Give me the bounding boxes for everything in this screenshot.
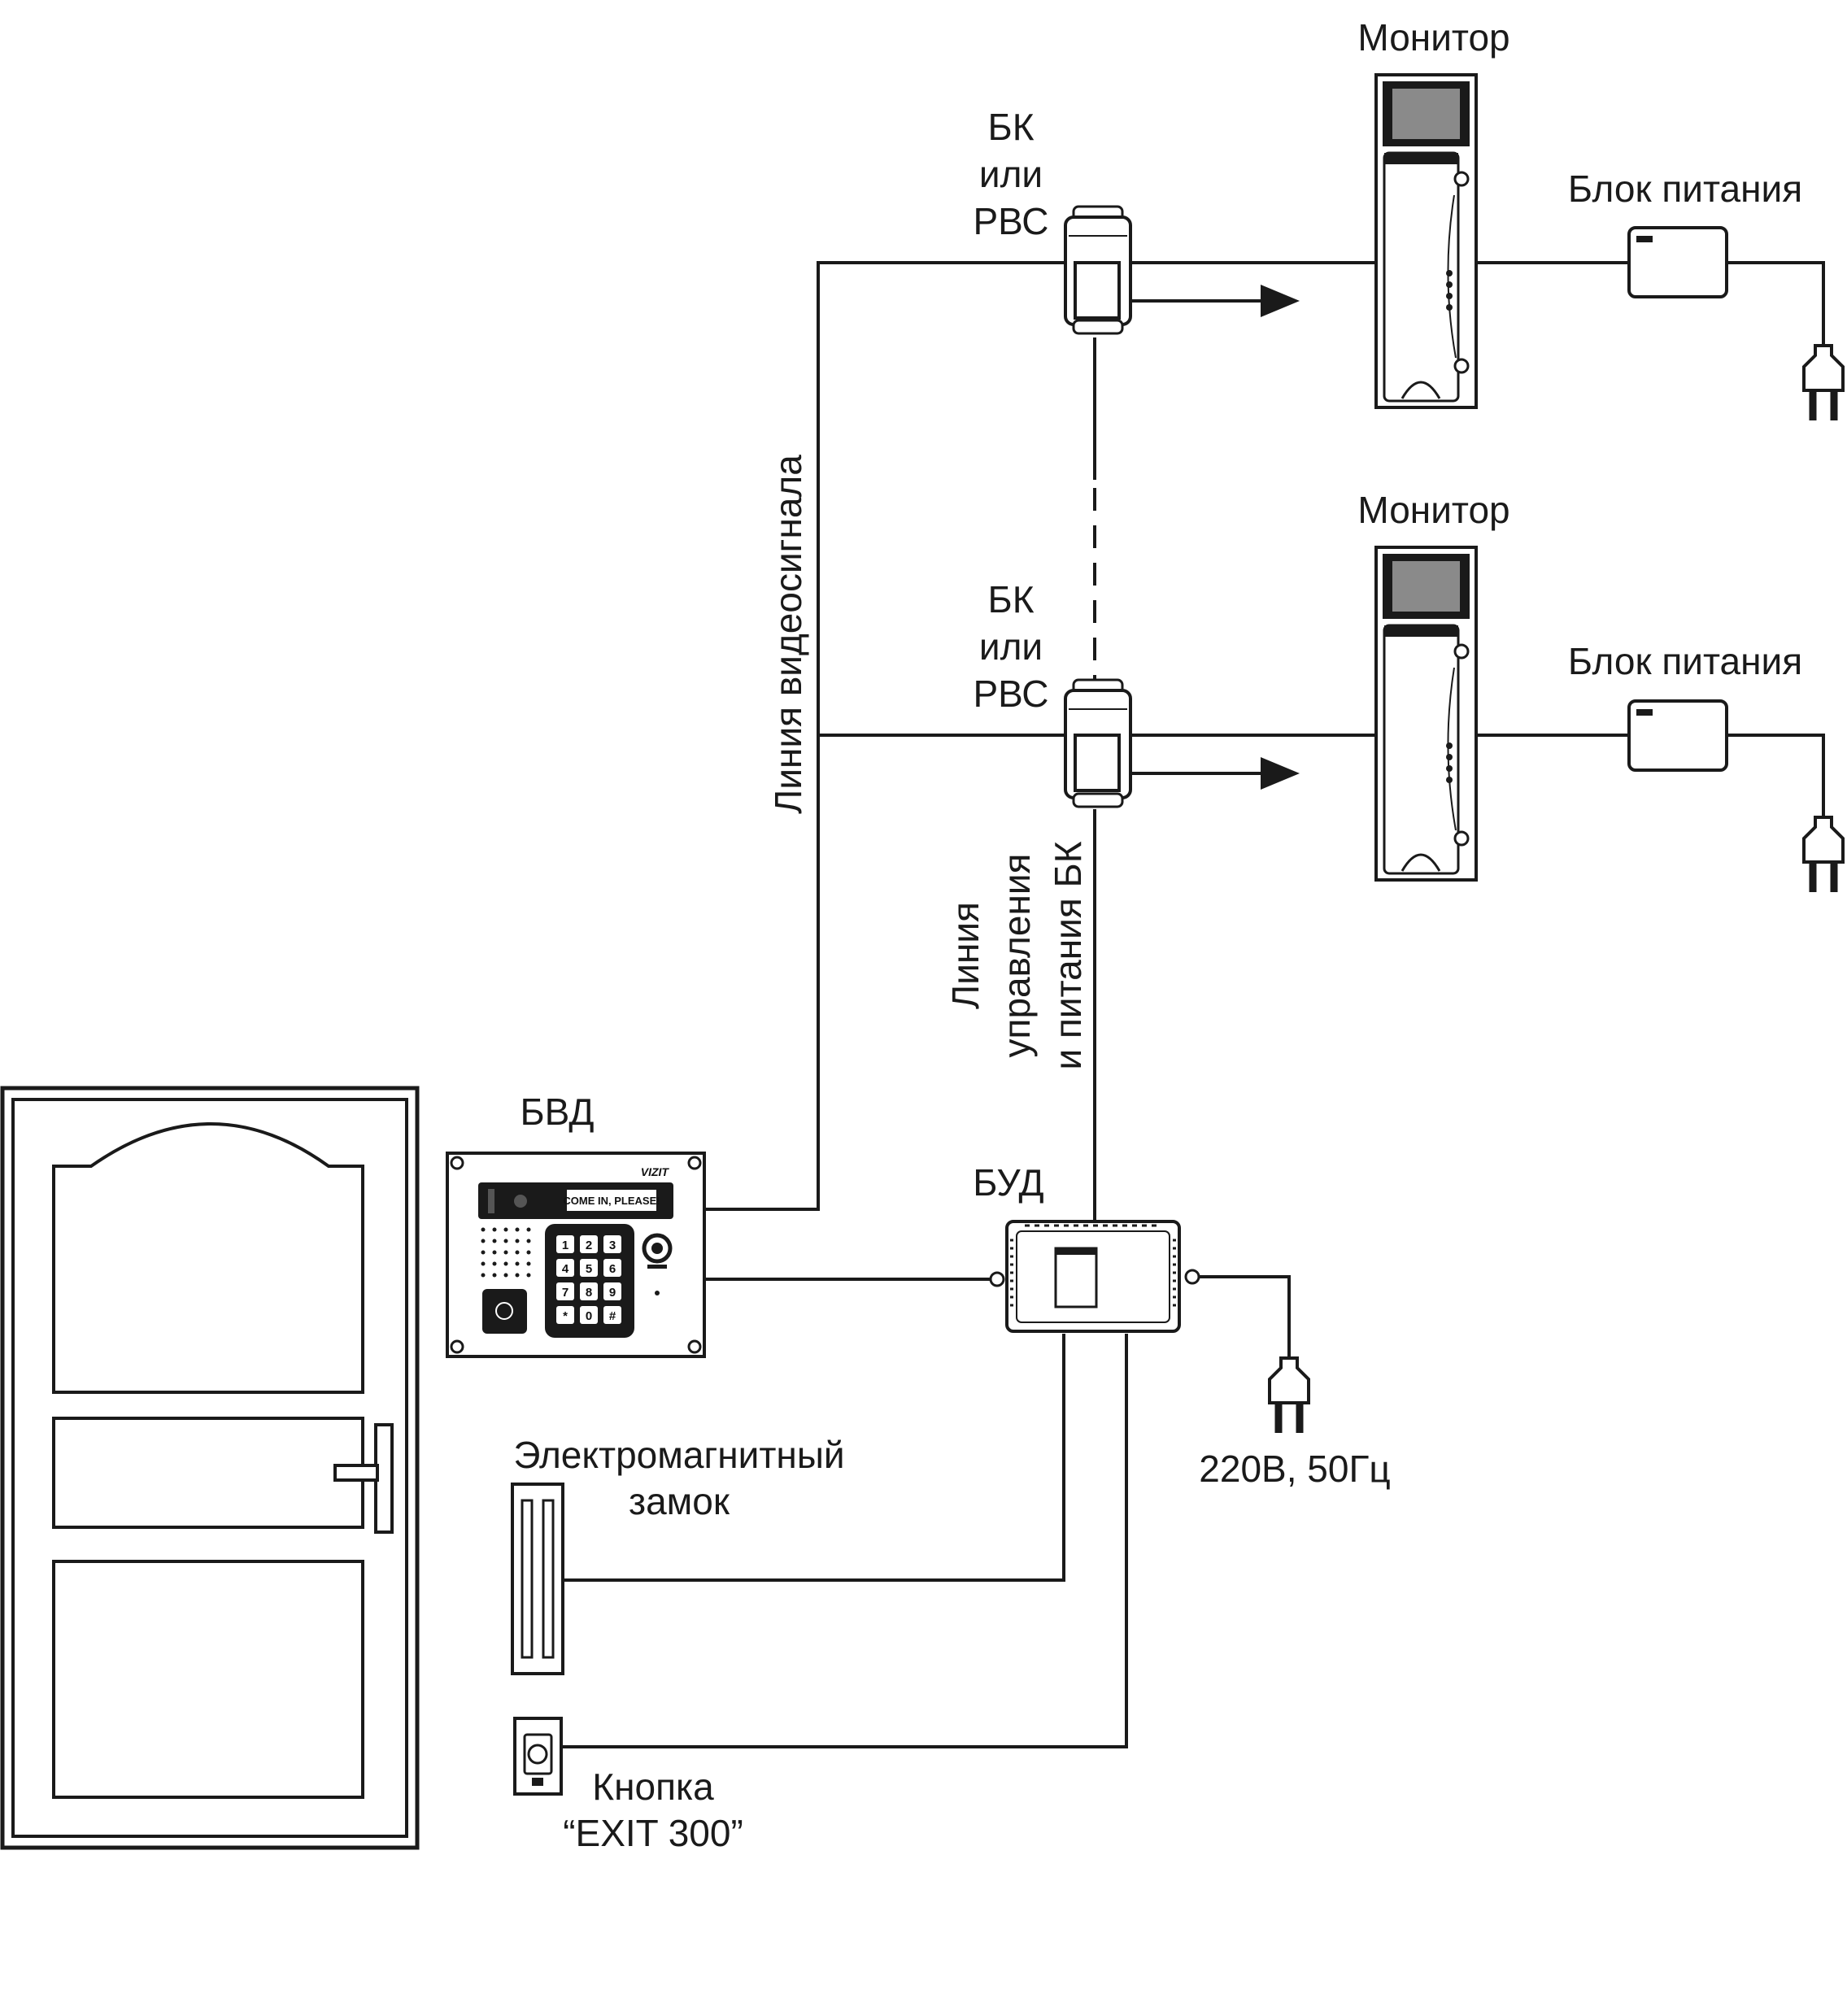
psu-1-label: Блок питания xyxy=(1568,168,1802,210)
keypad-key-label: # xyxy=(609,1309,616,1323)
bk-1-label-line2: или xyxy=(979,153,1043,195)
rfid-reader xyxy=(482,1289,527,1334)
lock-label-2: замок xyxy=(629,1480,730,1522)
bud-label: БУД xyxy=(973,1161,1043,1204)
keypad-key-label: 4 xyxy=(562,1262,569,1276)
keypad-key-label: 0 xyxy=(586,1309,592,1323)
monitor-2-label: Монитор xyxy=(1357,489,1509,531)
keypad-key-label: 8 xyxy=(586,1286,592,1300)
lock-label-1: Электромагнитный xyxy=(513,1434,844,1476)
electromagnetic-lock xyxy=(511,1483,564,1675)
bk-2-label-line2: или xyxy=(979,625,1043,668)
keypad-key xyxy=(603,1235,621,1253)
bk-1-label-line3: РВС xyxy=(973,200,1048,242)
bk-unit-1 xyxy=(1064,205,1132,335)
keypad-key-label: 9 xyxy=(609,1286,616,1300)
keypad-key xyxy=(603,1259,621,1277)
keypad-key-label: 5 xyxy=(586,1262,592,1276)
control-line-label-3: и питания БК xyxy=(1047,841,1089,1069)
monitor-1 xyxy=(1374,73,1478,409)
wiring xyxy=(563,261,1825,1748)
keypad-key xyxy=(556,1235,574,1253)
bud-control-unit xyxy=(989,1220,1200,1333)
keypad-key xyxy=(580,1282,598,1300)
bud-vents xyxy=(1010,1224,1176,1307)
keypad-key xyxy=(556,1306,574,1324)
plug-icon xyxy=(1268,1356,1310,1433)
keypad-key-label: 7 xyxy=(562,1286,568,1300)
keypad-key-label: * xyxy=(563,1309,568,1323)
plug-icon xyxy=(1802,816,1845,892)
keypad-key xyxy=(556,1282,574,1300)
panel-display-text: COME IN, PLEASE! xyxy=(563,1195,660,1207)
keypad-key xyxy=(556,1259,574,1277)
panel-brand: VIZIT xyxy=(641,1165,670,1178)
keypad-key-label: 6 xyxy=(609,1262,616,1276)
keypad-key xyxy=(603,1306,621,1324)
monitor-1-label: Монитор xyxy=(1357,16,1509,59)
bk-1-label-line1: БК xyxy=(988,106,1035,148)
control-line-label-1: Линия xyxy=(944,902,987,1009)
bk-2-label-line1: БК xyxy=(988,578,1035,620)
exit-button-device xyxy=(513,1717,563,1796)
power-supply-1 xyxy=(1627,226,1728,298)
keypad-key-label: 2 xyxy=(586,1239,592,1252)
button-label-2: “EXIT 300” xyxy=(563,1812,743,1854)
door xyxy=(0,1086,420,1850)
keypad-key-label: 1 xyxy=(562,1239,568,1252)
keypad-key xyxy=(580,1306,598,1324)
keypad-key xyxy=(580,1235,598,1253)
keypad-key xyxy=(603,1282,621,1300)
keypad-key xyxy=(580,1259,598,1277)
speaker-grille xyxy=(481,1227,531,1278)
mains-label: 220В, 50Гц xyxy=(1199,1448,1390,1490)
labels: Монитор Монитор Блок питания Блок питани… xyxy=(513,16,1802,1854)
bvd-label: БВД xyxy=(520,1091,594,1133)
psu-2-label: Блок питания xyxy=(1568,640,1802,682)
keypad-key-label: 3 xyxy=(609,1239,616,1252)
keypad-keys: 1 2 3 4 5 6 7 8 9 * 0 # xyxy=(556,1235,621,1324)
bud-mains-wire xyxy=(1199,1275,1291,1358)
bk-2-label-line3: РВС xyxy=(973,673,1048,715)
bk-unit-2 xyxy=(1064,678,1132,808)
video-line-label: Линия видеосигнала xyxy=(767,455,809,814)
control-line-label-2: управления xyxy=(995,854,1038,1058)
plug-icon xyxy=(1802,344,1845,420)
psu1-plug-wire xyxy=(1727,261,1825,346)
bud-lock-wire xyxy=(563,1334,1065,1582)
psu2-plug-wire xyxy=(1727,734,1825,817)
bvd-call-panel: VIZIT COME IN, PLEASE! 1 2 3 4 5 6 7 8 9 * 0 # xyxy=(446,1152,706,1358)
monitor-2 xyxy=(1374,546,1478,882)
button-label-1: Кнопка xyxy=(592,1766,714,1808)
power-supply-2 xyxy=(1627,699,1728,772)
bud-button-wire xyxy=(563,1334,1128,1748)
